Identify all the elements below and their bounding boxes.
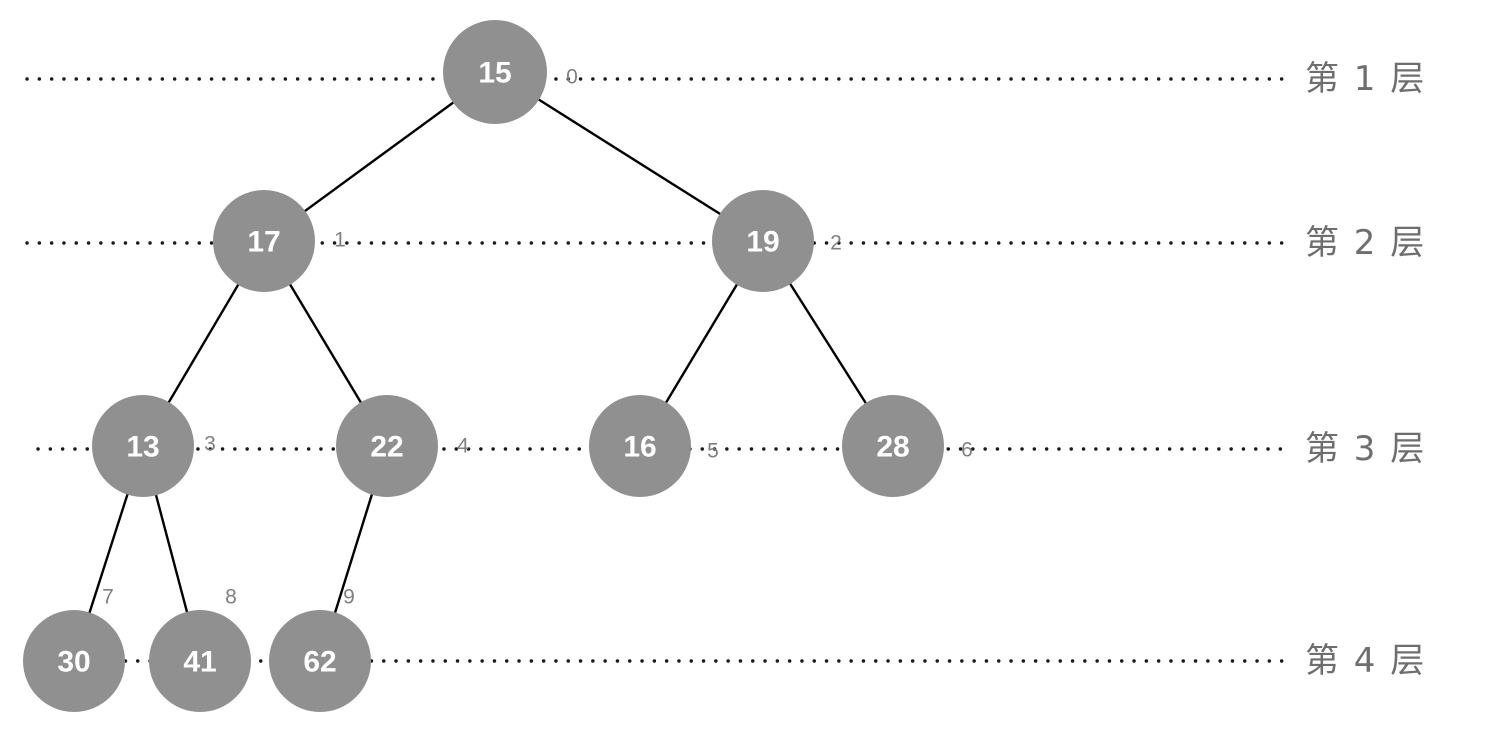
node-value-16: 16: [623, 431, 656, 464]
node-index-label-9: 9: [343, 586, 355, 609]
node-index-label-0: 0: [566, 66, 578, 89]
node-value-22: 22: [370, 431, 403, 464]
node-value-15: 15: [478, 57, 511, 90]
node-index-label-4: 4: [457, 435, 469, 458]
tree-edge-13-41: [154, 493, 189, 614]
tree-edge-15-19: [536, 97, 723, 216]
tree-node-17[interactable]: 17: [213, 190, 315, 292]
node-index-label-7: 7: [102, 586, 114, 609]
tree-edge-22-62: [333, 492, 374, 615]
tree-edge-15-17: [302, 100, 456, 214]
tree-edges-group: [87, 97, 868, 615]
node-value-13: 13: [126, 431, 159, 464]
node-index-label-8: 8: [225, 586, 237, 609]
node-index-label-1: 1: [334, 229, 346, 252]
node-index-label-6: 6: [961, 439, 973, 462]
tree-node-15[interactable]: 15: [443, 20, 547, 124]
tree-node-41[interactable]: 41: [149, 610, 251, 712]
tree-node-30[interactable]: 30: [23, 610, 125, 712]
node-value-28: 28: [876, 431, 909, 464]
tree-edge-19-16: [664, 282, 739, 405]
tree-node-22[interactable]: 22: [336, 395, 438, 497]
node-circle-15[interactable]: [443, 20, 547, 124]
node-circle-13[interactable]: [92, 395, 194, 497]
node-value-19: 19: [746, 226, 779, 259]
tree-edge-19-28: [788, 281, 868, 406]
node-value-62: 62: [303, 646, 336, 679]
node-circle-19[interactable]: [712, 190, 814, 292]
tree-node-62[interactable]: 62: [269, 610, 371, 712]
node-circle-22[interactable]: [336, 395, 438, 497]
level-label-2: 第 2 层: [1305, 223, 1427, 263]
node-circle-41[interactable]: [149, 610, 251, 712]
node-circle-30[interactable]: [23, 610, 125, 712]
level-label-1: 第 1 层: [1305, 59, 1427, 99]
node-value-41: 41: [183, 646, 216, 679]
level-label-3: 第 3 层: [1305, 429, 1427, 469]
node-value-17: 17: [247, 226, 280, 259]
tree-node-13[interactable]: 13: [92, 395, 194, 497]
level-label-4: 第 4 层: [1305, 641, 1427, 681]
node-circle-28[interactable]: [842, 395, 944, 497]
tree-edge-17-13: [166, 282, 241, 405]
node-index-label-5: 5: [707, 440, 719, 463]
level-lines-group: [25, 77, 1285, 663]
tree-node-16[interactable]: 16: [589, 395, 691, 497]
tree-edge-13-30: [87, 492, 130, 615]
node-index-label-3: 3: [204, 433, 216, 456]
node-circle-16[interactable]: [589, 395, 691, 497]
node-value-30: 30: [57, 646, 90, 679]
node-index-label-2: 2: [830, 232, 842, 255]
node-circle-17[interactable]: [213, 190, 315, 292]
index-labels-group: 0 1 2 3 4 5 6 7 8 9: [102, 66, 973, 609]
tree-node-28[interactable]: 28: [842, 395, 944, 497]
tree-node-19[interactable]: 19: [712, 190, 814, 292]
node-circle-62[interactable]: [269, 610, 371, 712]
tree-edge-17-22: [288, 282, 363, 405]
